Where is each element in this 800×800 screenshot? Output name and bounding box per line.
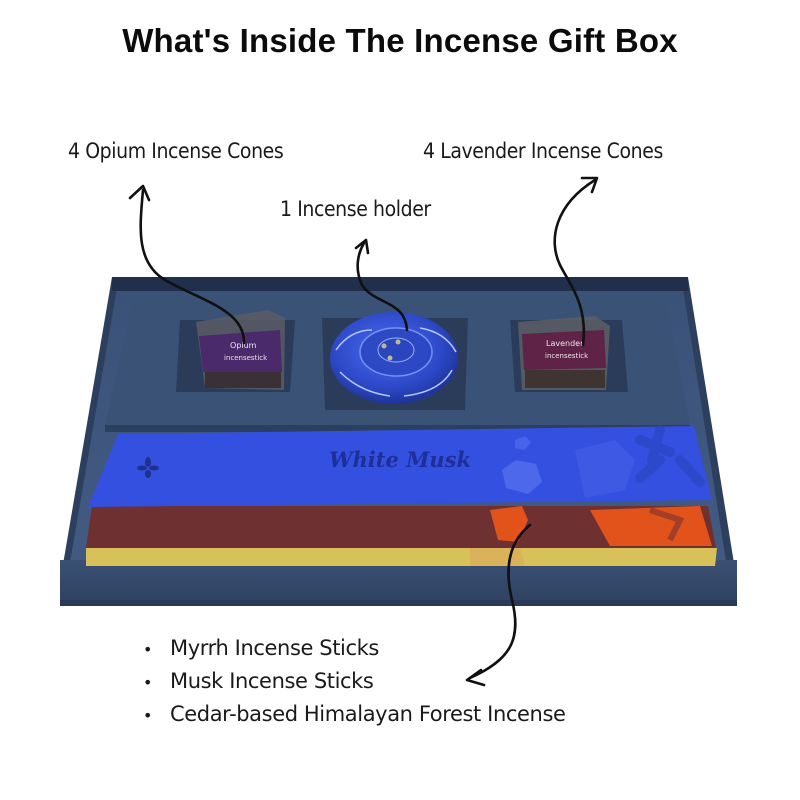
white-musk-package: White Musk [88, 425, 712, 507]
list-item: •Musk Incense Sticks [143, 665, 566, 698]
myrrh-package [86, 506, 716, 548]
label-opium-cones: 4 Opium Incense Cones [68, 139, 284, 163]
cedar-forest-package [86, 548, 717, 566]
opium-pack-label: Opium [230, 341, 257, 350]
label-incense-holder: 1 Incense holder [280, 197, 431, 221]
curved-arrow-lavender-icon [553, 176, 599, 347]
curved-arrow-sticks-icon [465, 523, 532, 687]
svg-text:incensestick: incensestick [545, 352, 589, 360]
svg-text:incensestick: incensestick [224, 354, 268, 362]
incense-sticks-list: •Myrrh Incense Sticks •Musk Incense Stic… [143, 632, 566, 731]
brand-flower-icon [137, 457, 159, 478]
label-lavender-cones: 4 Lavender Incense Cones [423, 139, 663, 163]
list-item: •Cedar-based Himalayan Forest Incense [143, 698, 566, 731]
incense-holder [330, 312, 458, 404]
lavender-cones-pack: Lavender incensestick [518, 316, 610, 390]
curved-arrow-opium-icon [128, 184, 246, 345]
bullet-icon: • [143, 673, 153, 692]
list-item: •Myrrh Incense Sticks [143, 632, 566, 665]
curved-arrow-holder-icon [354, 238, 409, 332]
bullet-icon: • [143, 706, 153, 725]
lavender-pack-label: Lavender [546, 339, 584, 348]
page-title: What's Inside The Incense Gift Box [122, 22, 678, 59]
white-musk-label: White Musk [329, 447, 471, 472]
bullet-icon: • [143, 640, 153, 659]
opium-cones-pack: Opium incensestick [196, 310, 285, 390]
